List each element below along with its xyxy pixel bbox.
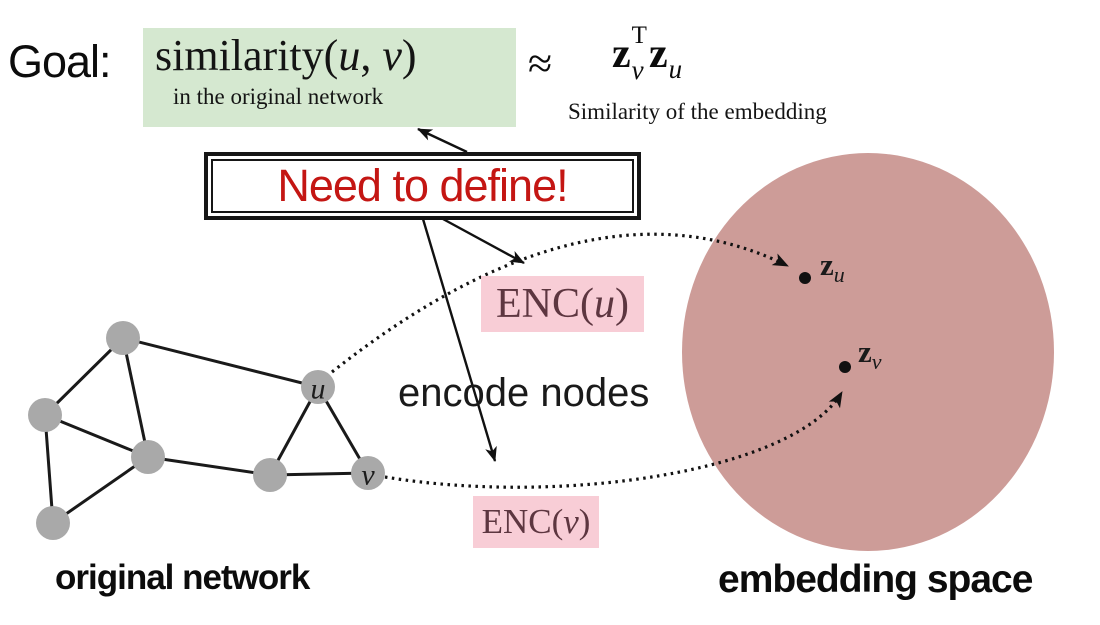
enc-u-box: ENC(u) [481,276,644,332]
dotted-arrow-u-to-zu [331,232,789,374]
graph-edge [121,336,320,389]
arrow-to-enc-v [421,218,497,462]
enc-v-var: v [563,502,579,541]
similarity-var-v: v [382,31,402,80]
zv-sub: v [871,349,882,374]
graph-edge [121,336,150,459]
graph-edge [43,413,150,459]
similarity-comma: , [360,31,383,80]
enc-u-suffix: ) [615,281,629,327]
zu-sub: u [833,262,845,287]
graph-node [28,398,62,432]
zv-label: zv [858,334,882,375]
zu-label: zu [820,247,845,288]
formula-sub-u: u [668,54,683,84]
similarity-highlight-box: similarity(u, v) in the original network [143,28,516,127]
graph-nodes [28,321,385,540]
graph-edge [43,413,55,525]
graph-edge [146,455,272,477]
zv-point [839,361,851,373]
similarity-subtitle: in the original network [173,84,384,109]
graph-node-v [351,456,385,490]
enc-u-prefix: ENC( [496,281,594,327]
formula-z1: z [612,31,631,77]
similarity-word: similarity( [155,31,339,80]
formula-z2: z [648,31,668,77]
similarity-close-paren: ) [401,31,417,80]
embedding-formula-caption: Similarity of the embedding [568,99,827,124]
need-to-define-text: Need to define! [211,159,634,213]
enc-v-box: ENC(v) [473,496,599,548]
node-v-label: v [361,459,375,492]
zu-z: z [820,247,834,282]
need-to-define-box: Need to define! [204,152,641,220]
goal-label: Goal: [8,36,112,87]
formula-sub-v: v [631,55,644,85]
arrow-to-similarity [417,127,468,154]
original-network-caption: original network [55,558,310,597]
embedding-space-ellipse [682,153,1054,551]
similarity-expression: similarity(u, v) [155,30,516,82]
graph-node [106,321,140,355]
enc-u-var: u [594,281,615,327]
node-u-label: u [311,373,326,406]
arrow-to-enc-u [442,217,525,265]
graph-edge [43,336,125,417]
graph-node [36,506,70,540]
similarity-var-u: u [338,31,361,80]
graph-node [253,458,287,492]
encode-nodes-label: encode nodes [398,371,650,415]
formula-transpose: T [631,22,647,49]
enc-v-suffix: ) [578,502,591,541]
graph-node [131,440,165,474]
zv-z: z [858,334,872,369]
enc-v-prefix: ENC( [481,502,564,541]
graph-edges [43,336,370,525]
graph-edge [51,455,150,525]
graph-node-u [301,370,335,404]
zu-point [799,272,811,284]
approx-symbol: ≈ [528,39,553,88]
embedding-space-caption: embedding space [718,558,1033,601]
